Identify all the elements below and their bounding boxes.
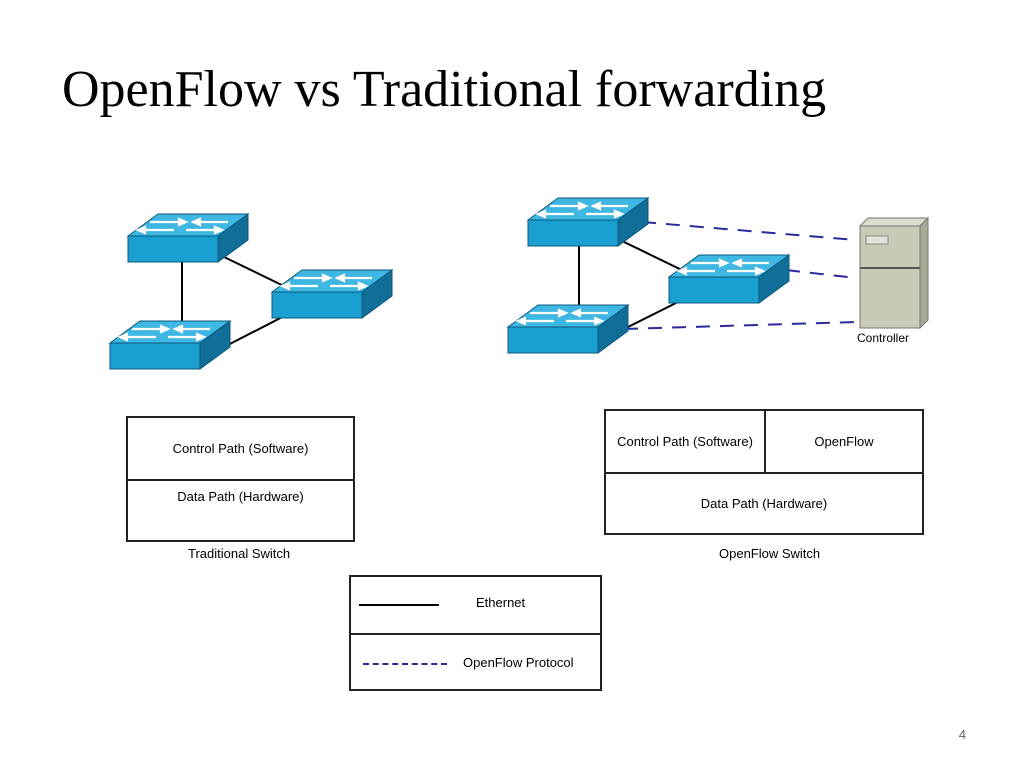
openflow-switch-box: Control Path (Software) OpenFlow Data Pa… [604,409,924,535]
legend-openflow-label: OpenFlow Protocol [463,655,574,670]
traditional-switch-box: Control Path (Software) Data Path (Hardw… [126,416,355,542]
switch-icon [506,303,630,355]
legend-divider [351,633,600,635]
control-path-cell: Control Path (Software) [128,418,353,481]
controller-icon [858,216,930,330]
switch-icon [108,319,232,371]
legend-box: Ethernet OpenFlow Protocol [349,575,602,691]
openflow-switch-caption: OpenFlow Switch [719,546,821,561]
switch-icon [270,268,394,320]
data-path-cell: Data Path (Hardware) [177,488,304,504]
switch-icon [126,212,250,264]
control-path-cell: Control Path (Software) [606,411,766,474]
legend-ethernet-label: Ethernet [476,595,526,610]
openflow-cell: OpenFlow [766,411,922,474]
controller-label: Controller [857,331,910,345]
openflow-protocol-links [623,221,857,330]
switch-icon [667,253,791,305]
openflow-line-sample [363,663,447,665]
switch-icon [526,196,650,248]
page-number: 4 [958,727,966,742]
ethernet-line-sample [359,604,439,606]
slide-title: OpenFlow vs Traditional forwarding [62,61,827,118]
traditional-switch-caption: Traditional Switch [188,546,291,561]
data-path-cell: Data Path (Hardware) [700,496,828,511]
